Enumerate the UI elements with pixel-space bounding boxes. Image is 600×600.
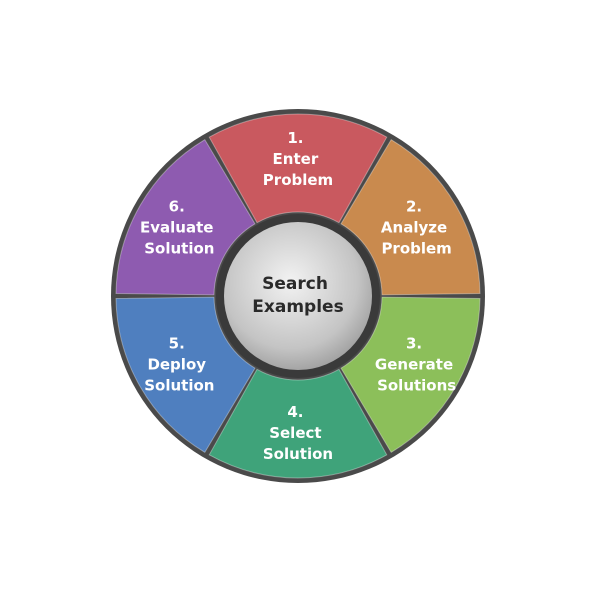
hub-disc [224,222,372,370]
segment-2-analyze-problem: 2. Analyze Problem [340,138,481,296]
segment-2-line-2: Problem [381,239,451,257]
segment-5-wedge [115,296,256,454]
segment-1-wedge [208,113,388,224]
segment-6-evaluate-solution: 6. Evaluate Solution [115,138,256,296]
segment-5-label: 5. Deploy Solution [144,334,214,394]
segment-6-label: 6. Evaluate Solution [140,197,219,257]
segment-1-enter-problem: 1. Enter Problem [208,113,388,224]
segment-3-generate-solutions: 3. Generate Solutions [340,296,481,454]
segment-4-line-1: Select [269,424,321,442]
segment-5-line-2: Solution [144,376,214,394]
segment-6-wedge [115,138,256,296]
segment-3-label: 3. Generate Solutions [375,334,458,394]
segment-2-line-1: Analyze [381,218,447,236]
segment-4-line-2: Solution [263,445,333,463]
segment-group: 1. Enter Problem 2. Analyze Problem 3. G… [115,113,481,479]
segment-2-label: 2. Analyze Problem [381,197,452,257]
segment-3-line-2: Solutions [377,376,456,394]
hub-label: Search Examples [252,274,343,317]
segment-1-line-2: Problem [263,171,333,189]
segment-4-number: 4. [287,403,303,421]
segment-3-line-1: Generate [375,355,453,373]
segment-1-line-1: Enter [273,150,319,168]
segment-4-wedge [208,368,388,479]
segment-6-number: 6. [169,197,185,215]
segment-4-select-solution: 4. Select Solution [208,368,388,479]
segment-5-deploy-solution: 5. Deploy Solution [115,296,256,454]
center-hub: Search Examples [216,214,380,378]
hub-line-1: Search [262,274,328,294]
segment-1-number: 1. [287,129,303,147]
segment-5-number: 5. [169,334,185,352]
segment-3-wedge [340,296,481,454]
segment-6-line-2: Solution [144,239,214,257]
segment-2-number: 2. [406,197,422,215]
segment-5-line-1: Deploy [147,355,206,373]
segment-4-label: 4. Select Solution [263,403,333,463]
segment-1-label: 1. Enter Problem [263,129,333,189]
segment-3-number: 3. [406,334,422,352]
segment-2-wedge [340,138,481,296]
segment-6-line-1: Evaluate [140,218,213,236]
hub-line-2: Examples [252,297,343,317]
